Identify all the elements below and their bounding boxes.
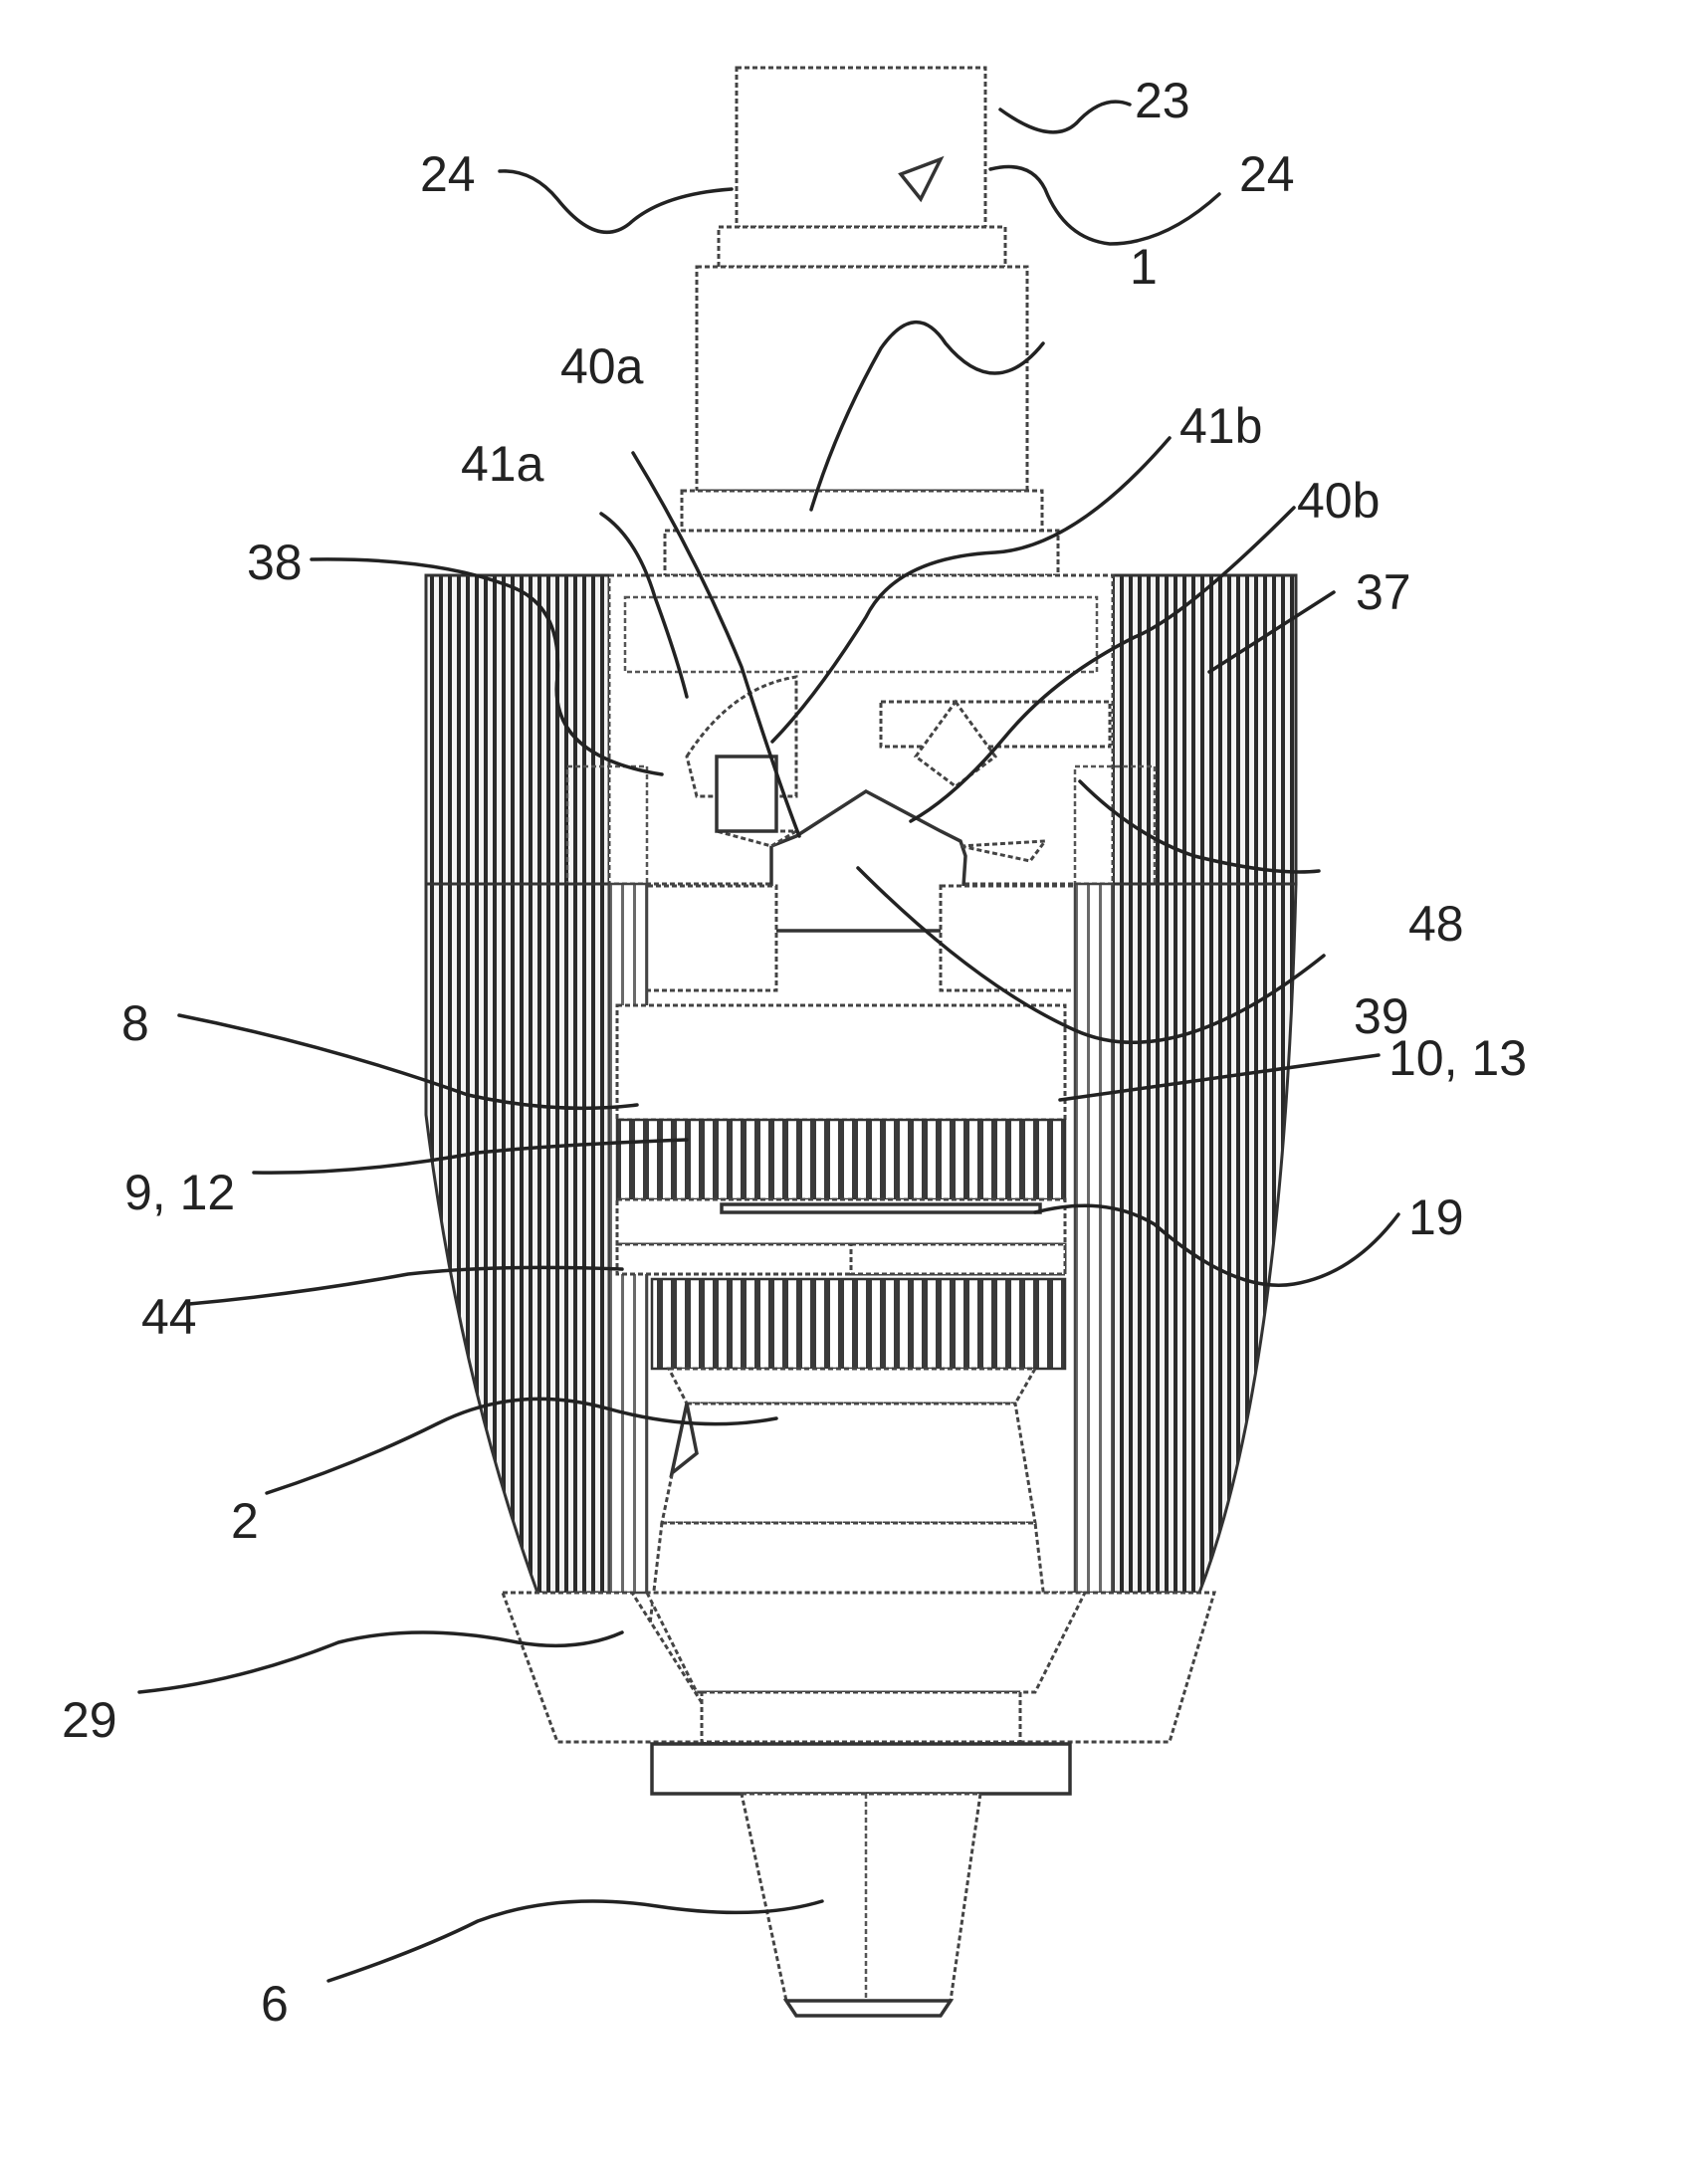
label-10-13: 10, 13 <box>1388 1030 1527 1086</box>
label-41a: 41a <box>461 436 544 492</box>
label-29: 29 <box>62 1692 117 1748</box>
bottom-cone <box>503 1593 1214 1742</box>
label-38: 38 <box>247 535 303 590</box>
label-1: 1 <box>1130 239 1158 295</box>
label-9-12: 9, 12 <box>124 1165 235 1220</box>
label-44: 44 <box>141 1289 197 1345</box>
label-2: 2 <box>231 1493 259 1549</box>
label-8: 8 <box>121 995 149 1051</box>
drive-spindle <box>665 68 1058 575</box>
locking-ring <box>617 1199 1065 1274</box>
chuck-jaws <box>652 1744 1070 2016</box>
label-48: 48 <box>1408 896 1464 952</box>
label-41b: 41b <box>1179 398 1262 454</box>
knurled-ring <box>652 1279 1065 1369</box>
label-37: 37 <box>1356 564 1411 620</box>
label-40b: 40b <box>1297 473 1380 529</box>
label-40a: 40a <box>560 338 644 394</box>
label-24-left: 24 <box>420 146 476 202</box>
label-6: 6 <box>261 1976 289 2032</box>
label-19: 19 <box>1408 1189 1464 1245</box>
label-24-right: 24 <box>1239 146 1295 202</box>
label-23: 23 <box>1135 73 1190 128</box>
gear-ring <box>617 1120 1065 1199</box>
